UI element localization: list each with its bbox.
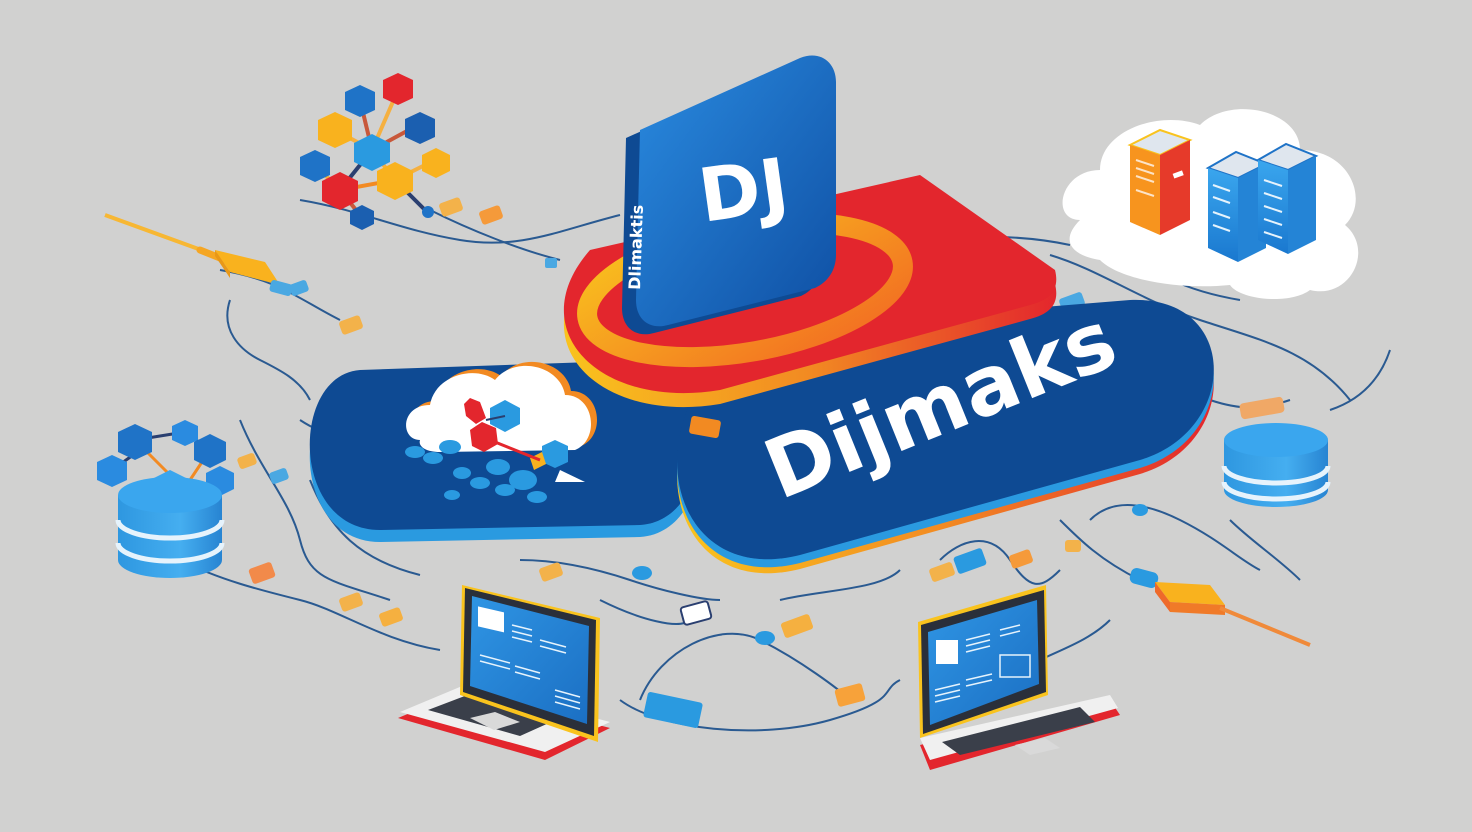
laptop-right: [918, 585, 1120, 770]
server-blue-icon: [1205, 142, 1319, 262]
hex-dots: [405, 440, 547, 503]
cable-left: [104, 213, 293, 296]
cloud-servers: [1062, 109, 1359, 300]
connector-tab: [689, 416, 721, 438]
app-tile: Dlimaktis DJ: [622, 55, 836, 335]
connector-nodes: [237, 197, 1285, 728]
server-orange-icon: [1127, 128, 1193, 235]
network-cloud-icon: [406, 361, 598, 482]
tile-side-text: Dlimaktis: [625, 205, 647, 291]
database-left: [97, 420, 234, 578]
hex-network: [300, 73, 450, 230]
screen-lines: [934, 624, 1021, 703]
database-right: [1221, 423, 1331, 507]
cable-right: [1129, 567, 1311, 647]
laptop-left: [398, 585, 610, 760]
app-monogram: DJ: [694, 142, 794, 240]
screen-lines: [479, 624, 581, 710]
cloud-platform: [309, 360, 702, 542]
